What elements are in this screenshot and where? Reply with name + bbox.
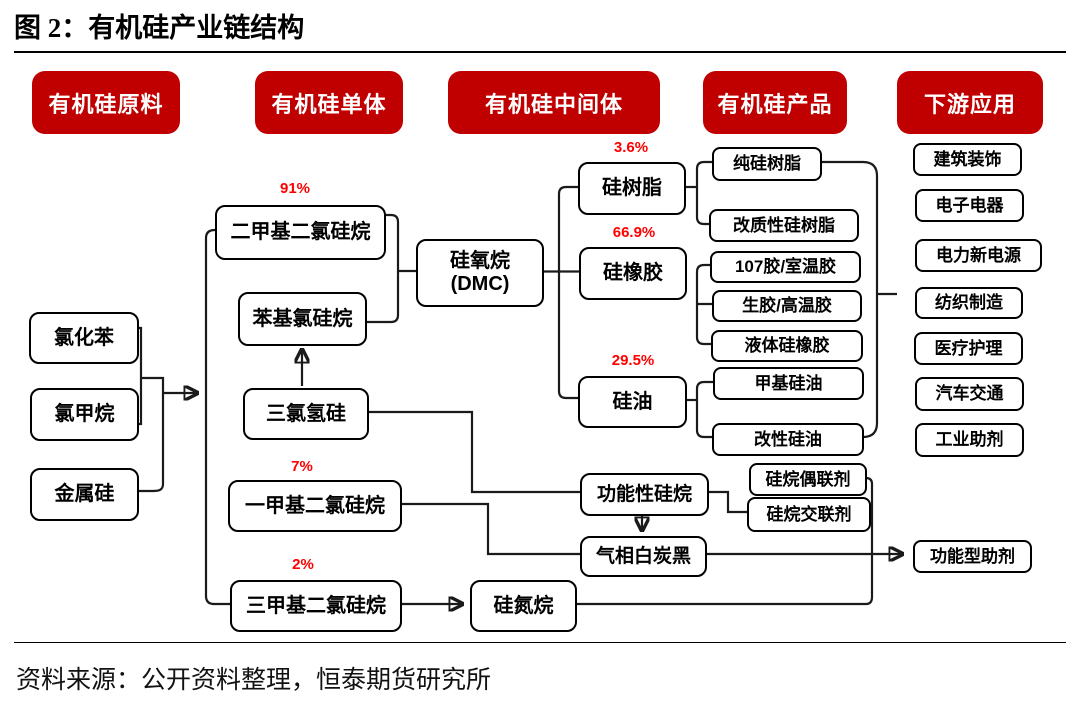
wire-oil-children-bracket <box>695 380 713 439</box>
source-note: 资料来源：公开资料整理，恒泰期货研究所 <box>16 667 492 694</box>
node-textile-manufacturing: 纺织制造 <box>915 287 1023 319</box>
node-construction-decoration: 建筑装饰 <box>913 143 1022 176</box>
header-downstream: 下游应用 <box>897 71 1043 134</box>
node-pure-silicone-resin: 纯硅树脂 <box>712 147 822 181</box>
node-automotive-transport: 汽车交通 <box>915 377 1024 411</box>
node-siloxane-dmc: 硅氧烷 (DMC) <box>416 239 544 307</box>
node-functional-additives: 功能型助剂 <box>913 540 1032 573</box>
node-phenyl-chlorosilane: 苯基氯硅烷 <box>238 292 367 346</box>
wire-raw-outer-bracket <box>135 376 165 493</box>
node-electronics-appliances: 电子电器 <box>915 189 1024 222</box>
node-monomethyl-dichlorosilane: 一甲基二氯硅烷 <box>228 480 402 532</box>
node-liquid-silicone-rubber: 液体硅橡胶 <box>711 330 863 362</box>
node-medical-care: 医疗护理 <box>914 332 1023 365</box>
header-monomers: 有机硅单体 <box>255 71 403 134</box>
node-power-new-energy: 电力新电源 <box>915 239 1042 272</box>
node-industrial-additives: 工业助剂 <box>915 423 1024 457</box>
node-fumed-silica: 气相白炭黑 <box>580 536 707 577</box>
node-silicone-oil: 硅油 <box>578 376 687 428</box>
header-products: 有机硅产品 <box>703 71 847 134</box>
node-silicon-metal: 金属硅 <box>30 468 139 521</box>
share-silicone-oil: 29.5% <box>611 352 655 369</box>
header-intermediates: 有机硅中间体 <box>448 71 660 134</box>
node-silane-coupling-agent: 硅烷偶联剂 <box>749 463 867 496</box>
figure-title: 图 2：有机硅产业链结构 <box>14 13 305 43</box>
node-raw-gum-htv: 生胶/高温胶 <box>712 290 862 322</box>
node-trimethyl-dichlorosilane: 三甲基二氯硅烷 <box>230 580 402 632</box>
wire-trichlorosilane-to-functional-silane <box>365 410 580 494</box>
node-trichlorosilane: 三氯氢硅 <box>243 388 369 440</box>
bottom-divider <box>14 642 1066 643</box>
share-dimethyl-dichlorosilane: 91% <box>279 180 311 197</box>
wire-monomer-trunk <box>204 228 230 606</box>
share-monomethyl-dichlorosilane: 7% <box>291 458 313 475</box>
share-silicone-rubber: 66.9% <box>612 224 656 241</box>
dmc-line2: (DMC) <box>450 273 510 295</box>
node-methyl-silicone-oil: 甲基硅油 <box>713 367 864 400</box>
node-silicone-resin: 硅树脂 <box>578 162 686 215</box>
wire-intermediate-bracket <box>557 185 578 400</box>
node-siloxane-dmc-label: 硅氧烷 (DMC) <box>450 250 510 296</box>
wire-monomethyl-to-fumed-silica <box>398 502 580 556</box>
node-dimethyl-dichlorosilane: 二甲基二氯硅烷 <box>215 205 386 260</box>
node-functional-silane: 功能性硅烷 <box>580 473 709 516</box>
node-silane-crosslinking-agent: 硅烷交联剂 <box>747 497 871 532</box>
dmc-line1: 硅氧烷 <box>450 250 510 272</box>
node-silicone-rubber: 硅橡胶 <box>579 247 687 300</box>
wire-functional-silane-to-crosslinker <box>705 490 747 514</box>
node-silazane: 硅氮烷 <box>470 580 577 632</box>
share-silicone-resin: 3.6% <box>613 139 649 156</box>
node-chlorobenzene: 氯化苯 <box>29 312 139 364</box>
node-modified-silicone-resin: 改质性硅树脂 <box>709 209 859 242</box>
node-methyl-chloride: 氯甲烷 <box>30 388 139 441</box>
share-trimethyl-dichlorosilane: 2% <box>292 556 314 573</box>
title-divider <box>14 51 1066 53</box>
header-raw-materials: 有机硅原料 <box>32 71 180 134</box>
node-modified-silicone-oil: 改性硅油 <box>712 423 864 456</box>
node-107-glue-rtv: 107胶/室温胶 <box>710 251 861 283</box>
